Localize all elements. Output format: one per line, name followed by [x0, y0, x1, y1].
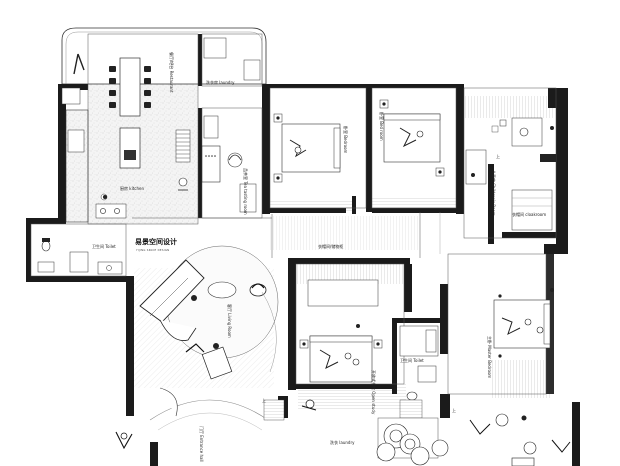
label-tea-room: 品茶室 Tea tasting room	[243, 168, 249, 215]
master-bed	[299, 279, 383, 383]
up-marker-bottom: 上	[452, 407, 456, 413]
label-cloakroom: 衣帽间 cloakroom	[512, 211, 546, 217]
brand-name: 易景空间设计	[135, 237, 177, 246]
label-children-room: 儿童房 Children's Room	[491, 170, 497, 216]
laundry-top-fixtures	[61, 37, 261, 105]
kitchen-person-icon	[103, 177, 188, 199]
up-markers: 上 上 上	[262, 153, 500, 413]
label-bedroom-top-left: 卧室 Bedroom	[343, 126, 349, 153]
label-entrance: 门厅 Entrance hall	[199, 426, 205, 462]
bed-top-mid	[379, 99, 445, 177]
kitchen-island	[119, 127, 191, 169]
bed-top-left	[273, 113, 341, 183]
walls	[26, 34, 580, 466]
label-living-room: 客厅 Living Room	[227, 304, 233, 338]
living-arc	[149, 291, 277, 431]
label-corridor: 衣帽间/储物柜	[318, 243, 343, 249]
up-marker-left: 上	[262, 397, 266, 403]
label-bedroom-top-mid: 卧室 Bed room	[379, 112, 385, 141]
tea-table	[201, 115, 257, 213]
entrance-figure-icon	[115, 399, 317, 450]
label-laundry-top: 洗衣房 laundry	[206, 79, 235, 85]
label-master-bedroom: 主卧 Master Bedroom	[487, 336, 493, 378]
brand-stamp: 易景空间设计 YIJING SPACE DESIGN	[135, 237, 177, 252]
label-open-study: 开放式书房 Open study	[371, 370, 377, 415]
label-kitchen: 厨房 kitchen	[120, 185, 144, 191]
label-toilet-left: 卫生间 Toilet	[92, 243, 116, 249]
brand-subtitle: YIJING SPACE DESIGN	[136, 248, 169, 252]
right-top-fixtures	[465, 117, 556, 231]
balcony-figure-icon	[73, 53, 85, 75]
bed-right	[493, 288, 554, 358]
toilet-left-fixtures	[37, 238, 123, 275]
room-labels: 餐厅/吧台 Restaurant 洗衣房 laundry 厨房 kitchen …	[92, 52, 546, 462]
right-bottom-figures	[469, 413, 571, 466]
label-laundry-bottom: 洗衣 laundry	[330, 439, 355, 445]
plant-cluster	[376, 423, 449, 466]
kitchen-counter	[65, 109, 127, 223]
label-toilet-mid: 卫生间 Toilet	[400, 357, 424, 363]
living-room-furniture	[139, 245, 279, 380]
toilet-mid-fixtures	[399, 325, 439, 401]
dining-table	[109, 57, 151, 117]
up-marker-right: 上	[496, 153, 500, 159]
label-restaurant: 餐厅/吧台 Restaurant	[169, 52, 175, 93]
